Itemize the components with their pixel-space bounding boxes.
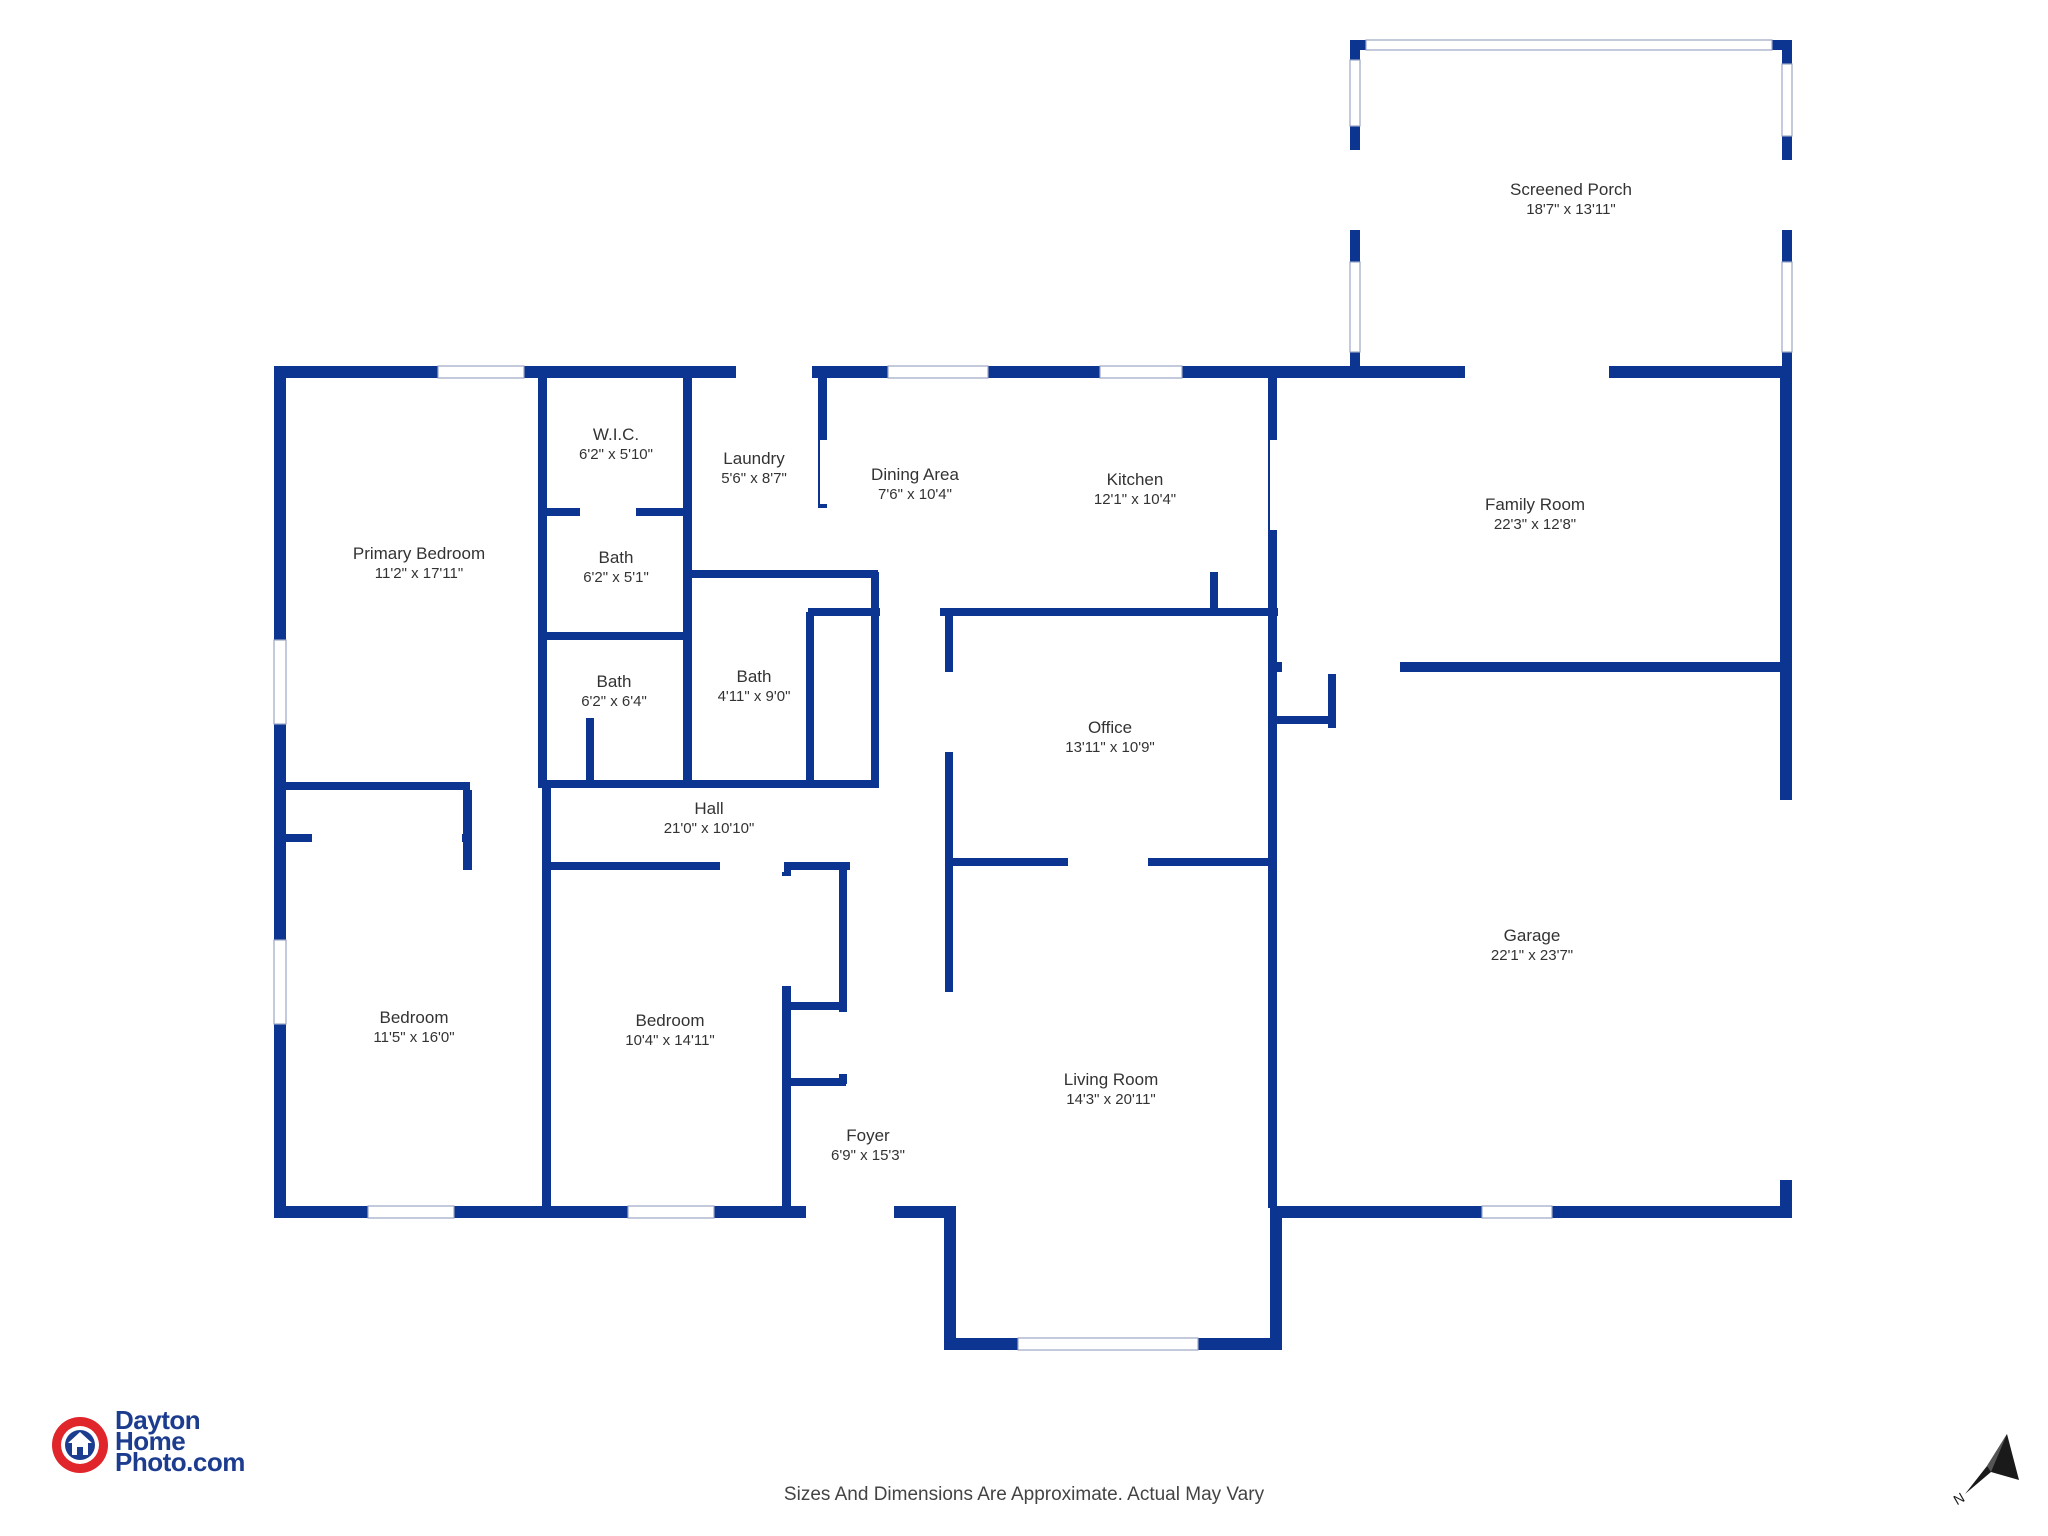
logo-text: Dayton Home Photo.com — [115, 1405, 245, 1477]
room-name-living-room: Living Room — [1064, 1070, 1159, 1089]
room-dim-primary-bedroom: 11'2" x 17'11" — [375, 565, 463, 582]
room-dim-laundry: 5'6" x 8'7" — [721, 470, 787, 487]
room-name-bedroom-2: Bedroom — [636, 1011, 705, 1030]
room-dim-kitchen: 12'1" x 10'4" — [1094, 491, 1176, 508]
room-name-dining-area: Dining Area — [871, 465, 959, 484]
compass-label: N — [1951, 1489, 1968, 1508]
room-dim-bath-2: 6'2" x 6'4" — [581, 693, 647, 710]
room-name-bath-2: Bath — [597, 672, 632, 691]
room-dim-garage: 22'1" x 23'7" — [1491, 947, 1573, 964]
north-arrow-icon: N — [1951, 1434, 2019, 1508]
room-labels: Screened Porch 18'7" x 13'11" Primary Be… — [353, 180, 1632, 1164]
logo-line-2: Home — [115, 1426, 186, 1456]
room-name-kitchen: Kitchen — [1107, 470, 1164, 489]
room-name-bath-1: Bath — [599, 548, 634, 567]
room-name-primary-bedroom: Primary Bedroom — [353, 544, 485, 563]
room-dim-bedroom-1: 11'5" x 16'0" — [373, 1029, 454, 1046]
room-dim-screened-porch: 18'7" x 13'11" — [1526, 201, 1616, 218]
room-name-laundry: Laundry — [723, 449, 785, 468]
openings — [312, 150, 1794, 1220]
walls — [274, 40, 1792, 1350]
room-name-garage: Garage — [1504, 926, 1561, 945]
room-name-family-room: Family Room — [1485, 495, 1585, 514]
room-dim-office: 13'11" x 10'9" — [1065, 739, 1155, 756]
room-name-bedroom-1: Bedroom — [380, 1008, 449, 1027]
disclaimer-text: Sizes And Dimensions Are Approximate. Ac… — [783, 1484, 1265, 1505]
dayton-home-photo-logo — [52, 1417, 108, 1473]
room-name-wic: W.I.C. — [593, 425, 639, 444]
room-dim-wic: 6'2" x 5'10" — [579, 446, 653, 463]
room-name-foyer: Foyer — [846, 1126, 890, 1145]
room-dim-hall: 21'0" x 10'10" — [664, 820, 755, 837]
logo-line-3: Photo.com — [115, 1447, 245, 1477]
room-dim-bedroom-2: 10'4" x 14'11" — [625, 1032, 715, 1049]
room-dim-bath-3: 4'11" x 9'0" — [718, 688, 791, 705]
room-dim-living-room: 14'3" x 20'11" — [1066, 1091, 1156, 1108]
logo-line-1: Dayton — [115, 1405, 201, 1435]
windows — [273, 39, 1793, 1351]
room-name-screened-porch: Screened Porch — [1510, 180, 1632, 199]
room-name-hall: Hall — [694, 799, 723, 818]
room-dim-bath-1: 6'2" x 5'1" — [583, 569, 649, 586]
room-dim-family-room: 22'3" x 12'8" — [1494, 516, 1576, 533]
room-dim-foyer: 6'9" x 15'3" — [831, 1147, 905, 1164]
room-name-bath-3: Bath — [737, 667, 772, 686]
room-dim-dining-area: 7'6" x 10'4" — [878, 486, 952, 503]
room-name-office: Office — [1088, 718, 1132, 737]
